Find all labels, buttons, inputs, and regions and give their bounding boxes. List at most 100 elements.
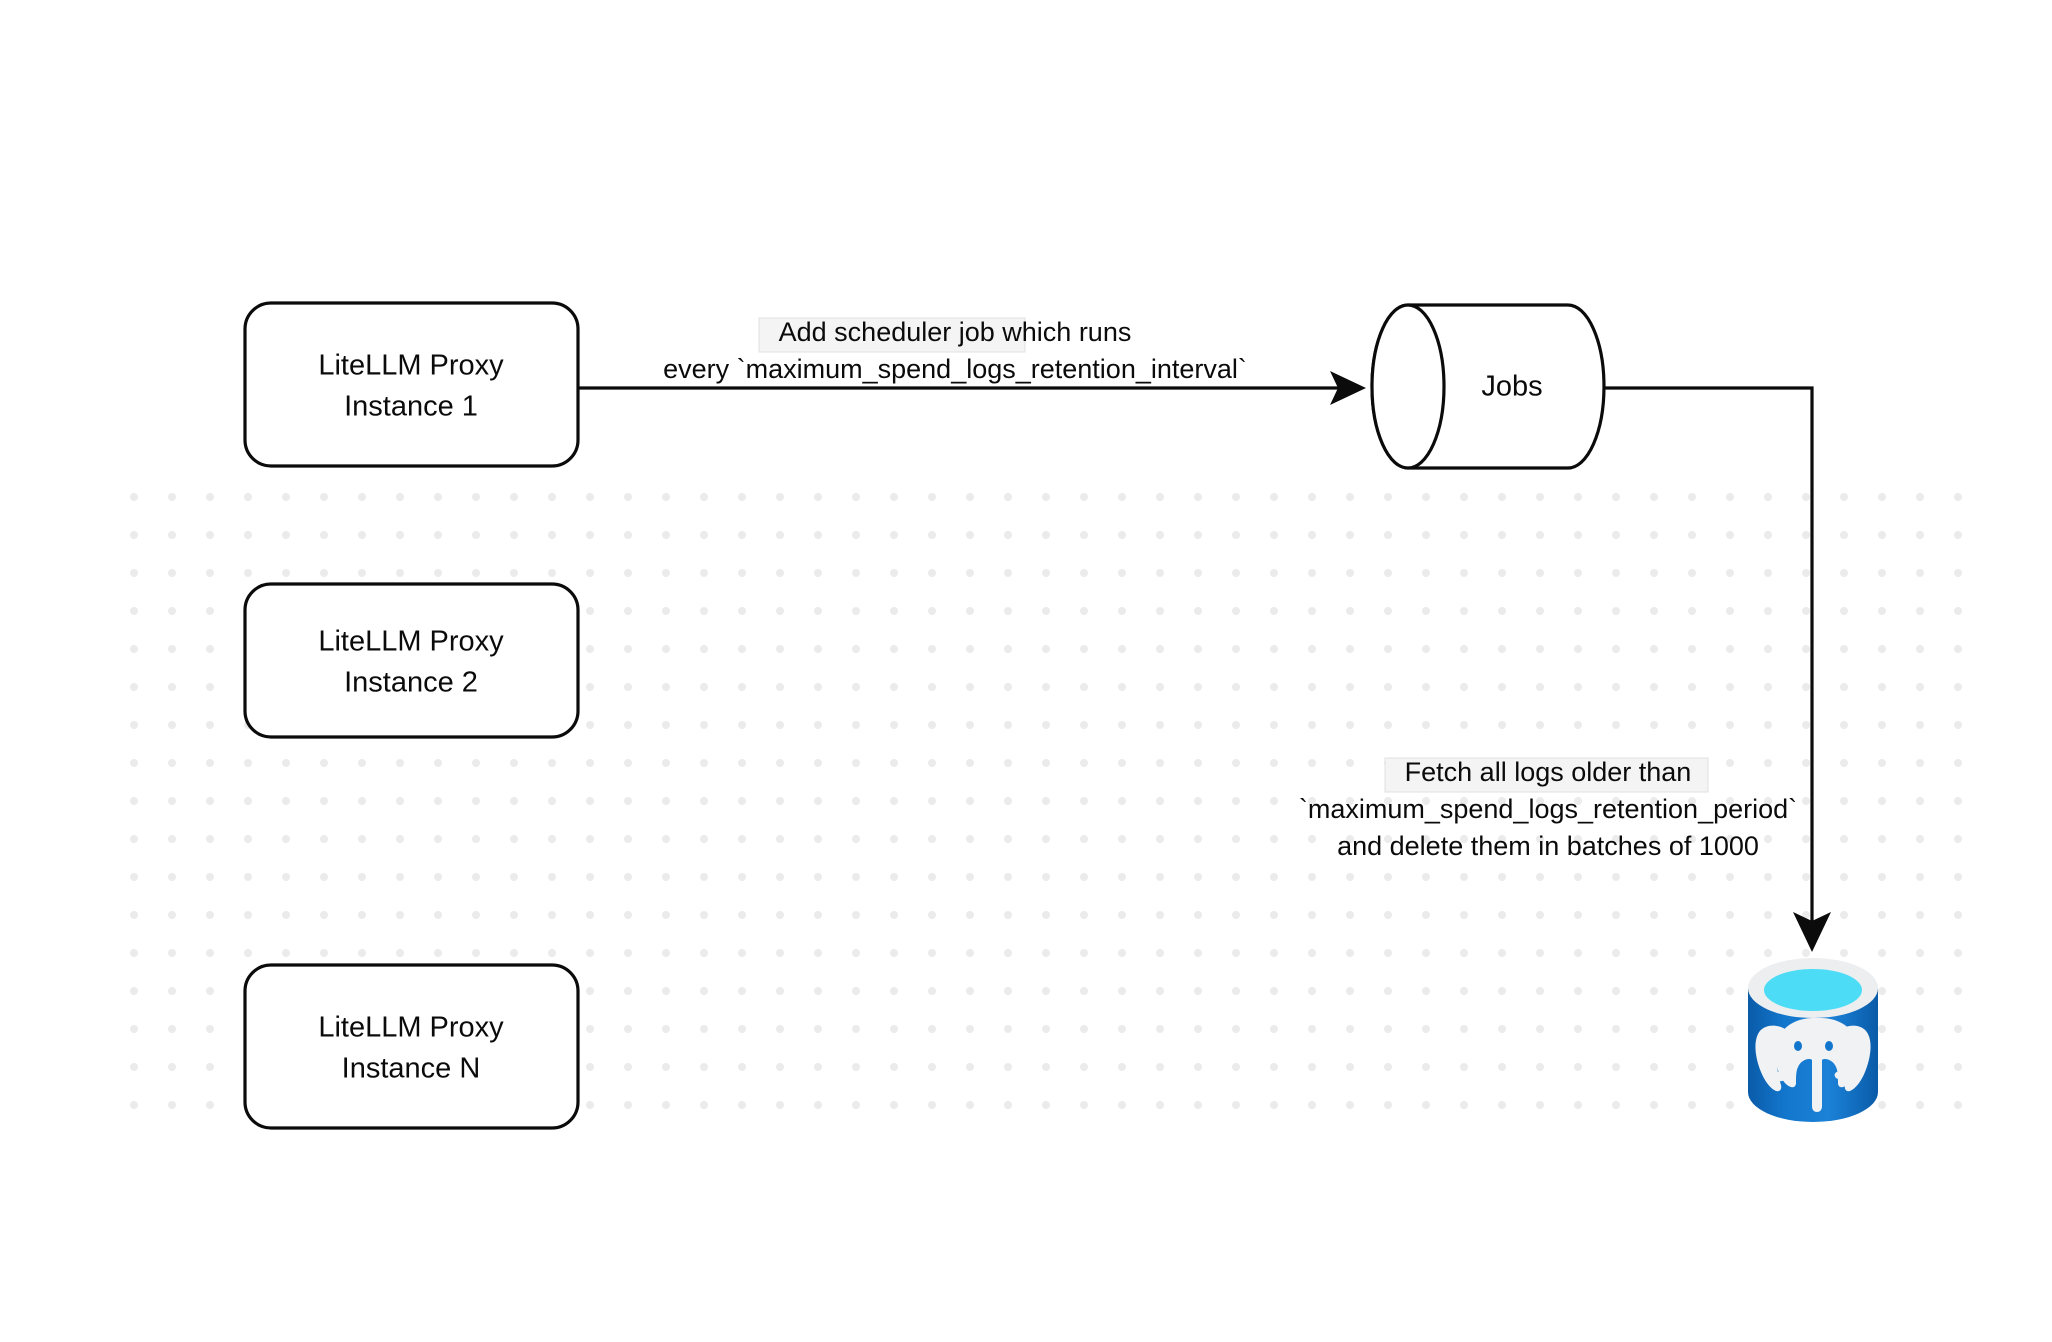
grid-dot [1954, 683, 1962, 691]
proxy-instance-n-box[interactable] [243, 963, 580, 1130]
grid-dot [1270, 683, 1278, 691]
node-jobs-queue[interactable]: Jobs [1370, 303, 1606, 470]
grid-dot [700, 1025, 708, 1033]
grid-dot [1498, 797, 1506, 805]
grid-dot [1270, 607, 1278, 615]
grid-dot [1802, 645, 1810, 653]
grid-dot [1688, 835, 1696, 843]
grid-dot [1460, 873, 1468, 881]
grid-dot [1498, 835, 1506, 843]
grid-dot [624, 531, 632, 539]
grid-dot [510, 759, 518, 767]
grid-dot [1384, 569, 1392, 577]
grid-dot [130, 835, 138, 843]
proxy-instance-2-box[interactable] [243, 582, 580, 739]
grid-dot [852, 911, 860, 919]
grid-dot [244, 493, 252, 501]
grid-dot [814, 797, 822, 805]
grid-dot [928, 797, 936, 805]
grid-dot [890, 1063, 898, 1071]
grid-dot [434, 759, 442, 767]
grid-dot [244, 797, 252, 805]
grid-dot [776, 797, 784, 805]
grid-dot [1156, 1101, 1164, 1109]
grid-dot [168, 493, 176, 501]
grid-dot [1954, 911, 1962, 919]
grid-dot [1536, 531, 1544, 539]
grid-dot [320, 493, 328, 501]
edge-label-line-5: and delete them in batches of 1000 [1337, 831, 1759, 861]
grid-dot [1384, 607, 1392, 615]
grid-dot [130, 873, 138, 881]
grid-dot [1346, 949, 1354, 957]
grid-dot [662, 645, 670, 653]
grid-dot [244, 531, 252, 539]
grid-dot [1498, 607, 1506, 615]
grid-dot [890, 949, 898, 957]
grid-dot [130, 531, 138, 539]
grid-dot [320, 759, 328, 767]
grid-dot [1916, 911, 1924, 919]
grid-dot [1536, 835, 1544, 843]
grid-dot [624, 759, 632, 767]
grid-dot [320, 531, 328, 539]
grid-dot [1384, 911, 1392, 919]
grid-dot [1194, 797, 1202, 805]
node-proxy-instance-1[interactable]: LiteLLM Proxy Instance 1 [243, 301, 580, 468]
grid-dot [396, 873, 404, 881]
grid-dot [928, 987, 936, 995]
grid-dot [1726, 569, 1734, 577]
grid-dot [1308, 683, 1316, 691]
grid-dot [738, 1063, 746, 1071]
grid-dot [396, 569, 404, 577]
grid-dot [700, 721, 708, 729]
grid-dot [586, 1063, 594, 1071]
grid-dot [1688, 987, 1696, 995]
grid-dot [928, 873, 936, 881]
grid-dot [1194, 493, 1202, 501]
grid-dot [1878, 493, 1886, 501]
grid-dot [1536, 1063, 1544, 1071]
grid-dot [1194, 987, 1202, 995]
grid-dot [662, 1025, 670, 1033]
grid-dot [1118, 835, 1126, 843]
grid-dot [1650, 607, 1658, 615]
grid-dot [890, 683, 898, 691]
grid-dot [1650, 911, 1658, 919]
proxy-instance-1-box[interactable] [243, 301, 580, 468]
grid-dot [1460, 1101, 1468, 1109]
grid-dot [1194, 569, 1202, 577]
grid-dot [700, 1063, 708, 1071]
grid-dot [852, 645, 860, 653]
grid-dot [776, 873, 784, 881]
grid-dot [1270, 1063, 1278, 1071]
grid-dot [1156, 721, 1164, 729]
grid-dot [1840, 873, 1848, 881]
grid-dot [1498, 1063, 1506, 1071]
grid-dot [1004, 911, 1012, 919]
node-postgres-database[interactable] [1748, 958, 1878, 1122]
grid-dot [1080, 1025, 1088, 1033]
grid-dot [320, 873, 328, 881]
grid-dot [1916, 531, 1924, 539]
grid-dot [1954, 1025, 1962, 1033]
grid-dot [1498, 645, 1506, 653]
grid-dot [1004, 987, 1012, 995]
grid-dot [1650, 797, 1658, 805]
grid-dot [1840, 493, 1848, 501]
grid-dot [282, 949, 290, 957]
grid-dot [1118, 1025, 1126, 1033]
grid-dot [168, 683, 176, 691]
grid-dot [1878, 721, 1886, 729]
grid-dot [1650, 1063, 1658, 1071]
grid-dot [1232, 911, 1240, 919]
grid-dot [1460, 721, 1468, 729]
grid-dot [1156, 531, 1164, 539]
node-proxy-instance-n[interactable]: LiteLLM Proxy Instance N [243, 963, 580, 1130]
grid-dot [1916, 493, 1924, 501]
grid-dot [1954, 645, 1962, 653]
node-proxy-instance-2[interactable]: LiteLLM Proxy Instance 2 [243, 582, 580, 739]
grid-dot [130, 569, 138, 577]
grid-dot [1042, 531, 1050, 539]
grid-dot [1422, 683, 1430, 691]
